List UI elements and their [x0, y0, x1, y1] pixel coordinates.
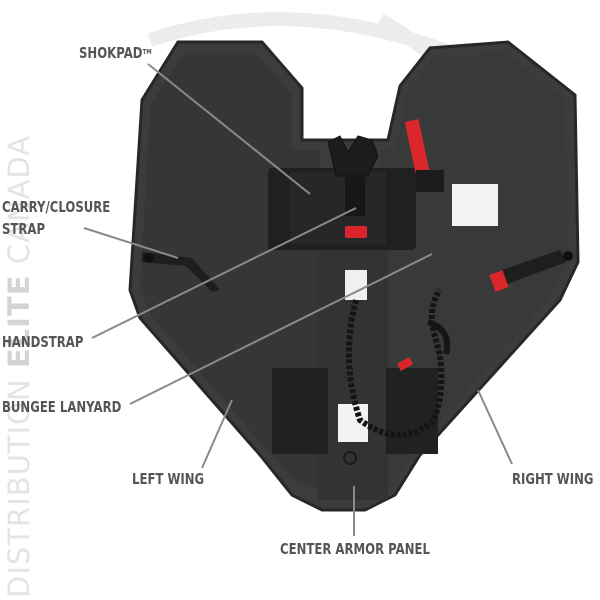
- callout-center-armor-panel: CENTER ARMOR PANEL: [280, 538, 430, 560]
- callout-shokpad-text: SHOKPAD: [79, 44, 143, 62]
- right-strap: [489, 250, 573, 292]
- callout-shokpad: SHOKPADTM: [79, 42, 152, 64]
- callout-left-wing-text: LEFT WING: [132, 470, 205, 488]
- callout-shokpad-tm: TM: [142, 48, 152, 56]
- red-pull-tab: [404, 119, 430, 173]
- carry-closure-strap: [142, 252, 220, 292]
- label-center-top: [345, 270, 367, 300]
- callout-bungee-lanyard-text: BUNGEE LANYARD: [2, 398, 122, 416]
- velcro-right: [386, 368, 438, 454]
- callout-bungee-lanyard: BUNGEE LANYARD: [2, 396, 121, 418]
- callout-handstrap: HANDSTRAP: [2, 331, 83, 353]
- velcro-left: [272, 368, 328, 454]
- callout-carry-closure-line1: CARRY/CLOSURE: [2, 198, 111, 216]
- bottom-ring: [343, 451, 357, 465]
- bungee-lanyard: [345, 288, 445, 438]
- leader-lines: [83, 63, 513, 536]
- callout-carry-closure-line2: STRAP: [2, 220, 46, 238]
- top-buckle: [327, 135, 379, 216]
- watermark-part-2: ELITE: [2, 274, 36, 369]
- callout-right-wing-text: RIGHT WING: [512, 470, 594, 488]
- callout-left-wing: LEFT WING: [132, 468, 204, 490]
- handstrap-clip: [345, 226, 367, 238]
- callout-handstrap-text: HANDSTRAP: [2, 333, 84, 351]
- callout-center-armor-panel-text: CENTER ARMOR PANEL: [280, 540, 430, 558]
- label-center-bottom: [338, 404, 368, 442]
- callout-carry-closure: CARRY/CLOSURE STRAP: [2, 196, 110, 240]
- callout-right-wing: RIGHT WING: [512, 468, 593, 490]
- label-right: [452, 184, 498, 226]
